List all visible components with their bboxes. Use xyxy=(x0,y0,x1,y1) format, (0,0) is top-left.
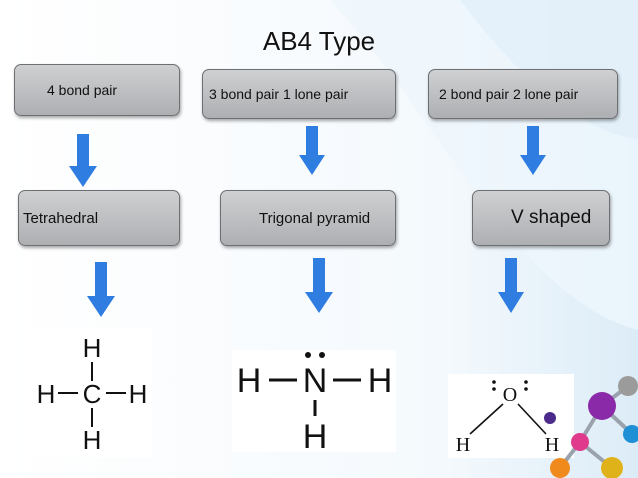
atom-label: H xyxy=(83,425,102,455)
atom-label: O xyxy=(503,384,517,406)
atom-label: H xyxy=(545,434,559,456)
atom-label: N xyxy=(303,362,328,400)
bond-line xyxy=(469,403,504,435)
bond-box-label: 4 bond pair xyxy=(47,82,118,98)
lone-pair-dot xyxy=(524,387,528,391)
down-arrow-icon xyxy=(498,258,524,313)
bond-box-3: 2 bond pair 2 lone pair xyxy=(428,69,618,119)
shape-box-1: Tetrahedral xyxy=(18,190,180,246)
bond-box-2: 3 bond pair 1 lone pair xyxy=(202,69,396,119)
atom-label: H xyxy=(37,379,56,409)
atom-label: H xyxy=(83,333,102,363)
atom-label: H xyxy=(368,362,393,400)
shape-box-label: Trigonal pyramid xyxy=(259,209,371,227)
lone-pair-dot xyxy=(305,352,311,358)
down-arrow-icon xyxy=(299,126,325,175)
molecule-decoration-icon xyxy=(544,376,638,478)
atom-label: H xyxy=(303,418,328,452)
down-arrow-icon xyxy=(69,134,97,187)
bond-box-label: 3 bond pair 1 lone pair xyxy=(209,86,349,102)
atom-label: H xyxy=(237,362,262,400)
bond-line xyxy=(517,403,547,435)
bond-box-1: 4 bond pair xyxy=(14,64,180,116)
down-arrow-icon xyxy=(87,262,115,317)
shape-box-label: Tetrahedral xyxy=(23,209,99,227)
ammonia-structure: H N H H xyxy=(232,350,396,452)
lone-pair-dot xyxy=(319,352,325,358)
shape-box-label: V shaped xyxy=(511,207,592,228)
lone-pair-dot xyxy=(492,380,496,384)
down-arrow-icon xyxy=(305,258,333,313)
methane-structure: H H C H H xyxy=(32,328,152,458)
down-arrow-icon xyxy=(520,126,546,175)
lone-pair-dot xyxy=(524,380,528,384)
slide-title: AB4 Type xyxy=(262,26,376,56)
atom-label: C xyxy=(83,379,102,409)
lone-pair-dot xyxy=(492,387,496,391)
atom-label: H xyxy=(456,434,470,456)
shape-box-3: V shaped xyxy=(472,190,610,246)
atom-label: H xyxy=(129,379,148,409)
bond-box-label: 2 bond pair 2 lone pair xyxy=(439,86,579,102)
shape-box-2: Trigonal pyramid xyxy=(220,190,396,246)
